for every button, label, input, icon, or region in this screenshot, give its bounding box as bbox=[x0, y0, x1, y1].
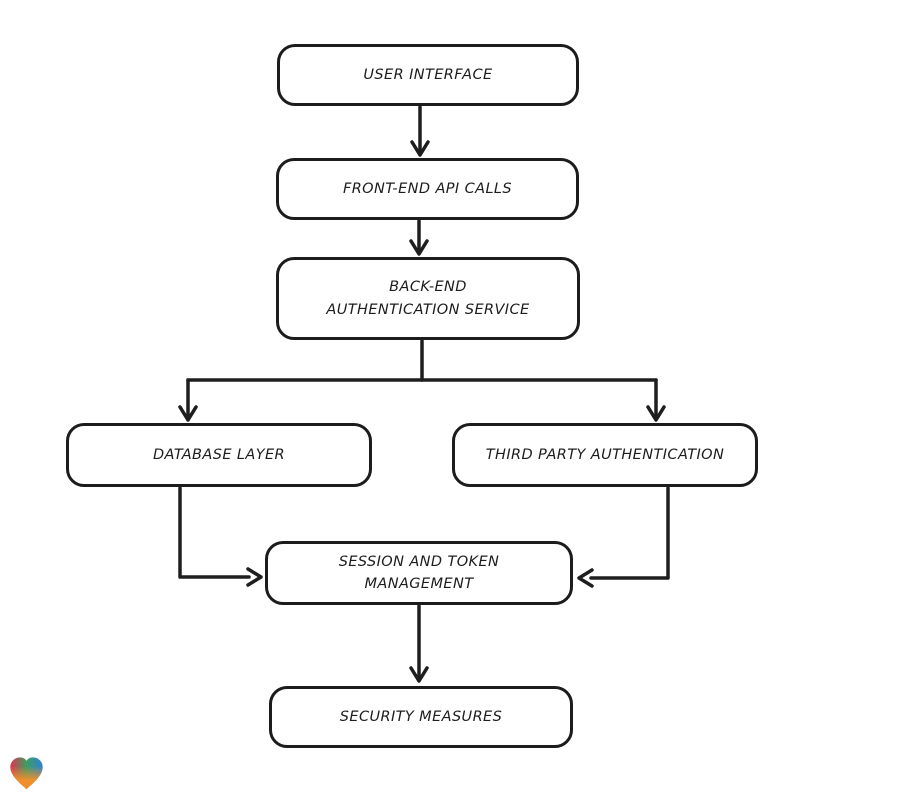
gradient-heart-icon bbox=[8, 756, 45, 790]
edge-frontend-to-backend bbox=[409, 219, 429, 256]
edge-session-to-security bbox=[409, 604, 429, 683]
edge-user-to-frontend bbox=[410, 105, 430, 157]
node-label: DATABASE LAYER bbox=[152, 446, 285, 463]
node-session-and-token-management[interactable]: SESSION AND TOKEN MANAGEMENT bbox=[265, 541, 573, 605]
node-front-end-api-calls[interactable]: FRONT-END API CALLS bbox=[276, 158, 579, 220]
edge-thirdparty-to-session bbox=[577, 486, 670, 588]
edge-backend-branch bbox=[178, 339, 666, 422]
node-third-party-authentication[interactable]: THIRD PARTY AUTHENTICATION bbox=[452, 423, 758, 487]
node-label: USER INTERFACE bbox=[363, 66, 493, 83]
node-label: FRONT-END API CALLS bbox=[342, 180, 513, 197]
node-user-interface[interactable]: USER INTERFACE bbox=[277, 44, 579, 106]
node-label: SECURITY MEASURES bbox=[339, 708, 503, 725]
edge-database-to-session bbox=[178, 486, 263, 587]
node-label: SESSION AND TOKEN MANAGEMENT bbox=[338, 553, 500, 592]
node-database-layer[interactable]: DATABASE LAYER bbox=[66, 423, 372, 487]
node-security-measures[interactable]: SECURITY MEASURES bbox=[269, 686, 573, 748]
node-back-end-authentication-service[interactable]: BACK-END AUTHENTICATION SERVICE bbox=[276, 257, 580, 340]
node-label: THIRD PARTY AUTHENTICATION bbox=[485, 446, 725, 463]
node-label: BACK-END AUTHENTICATION SERVICE bbox=[326, 279, 530, 318]
